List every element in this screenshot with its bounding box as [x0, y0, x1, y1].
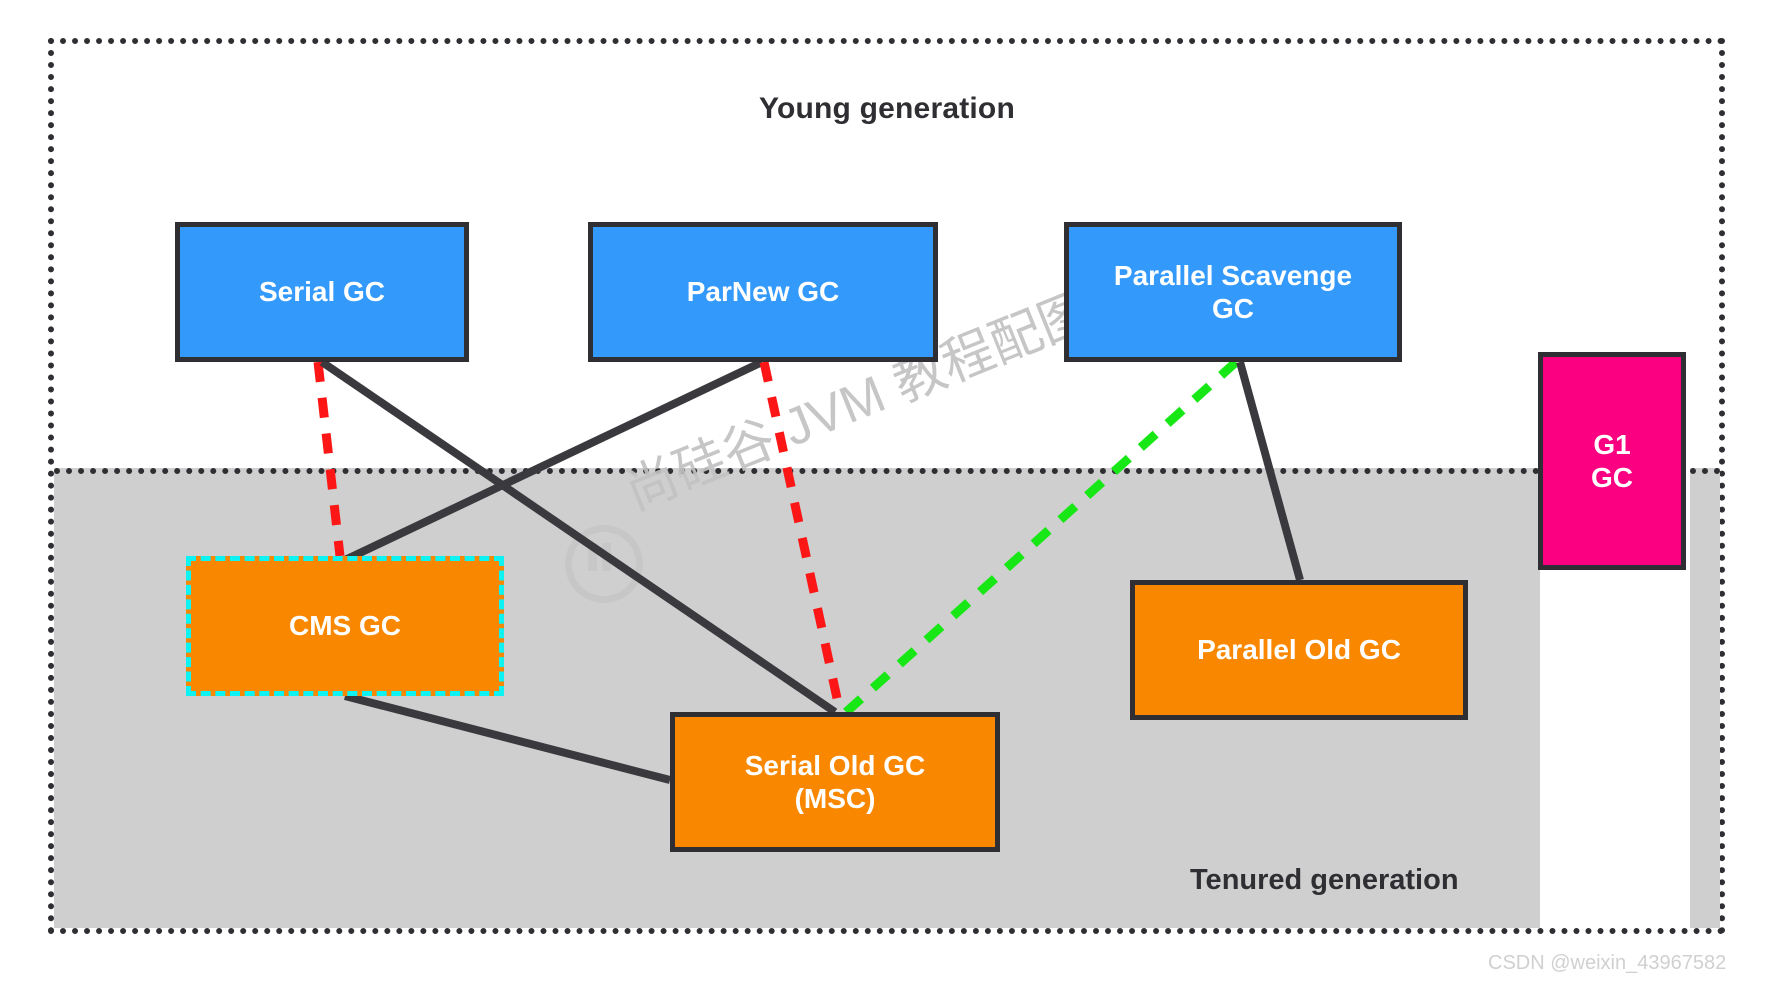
gc-node-parnew[interactable]: ParNew GC [588, 222, 938, 362]
csdn-credit: CSDN @weixin_43967582 [1488, 952, 1727, 974]
tenured-generation-label: Tenured generation [1190, 864, 1459, 896]
gc-node-label: ParNew GC [686, 276, 840, 308]
tenured-generation-region-right [1690, 468, 1720, 928]
gc-node-label: CMS GC [289, 610, 401, 642]
gc-node-label: Serial Old GC(MSC) [744, 749, 926, 814]
gc-node-label: Parallel Old GC [1197, 634, 1401, 666]
heap-outline [48, 38, 1725, 934]
gc-node-parallel_old[interactable]: Parallel Old GC [1130, 580, 1468, 720]
gc-node-cms[interactable]: CMS GC [186, 556, 504, 696]
brand-logo-watermark-icon [565, 525, 643, 603]
gc-node-serial_old[interactable]: Serial Old GC(MSC) [670, 712, 1000, 852]
young-generation-label: Young generation [759, 92, 1015, 125]
gc-node-serial[interactable]: Serial GC [175, 222, 469, 362]
gc-node-label: Serial GC [258, 276, 386, 308]
